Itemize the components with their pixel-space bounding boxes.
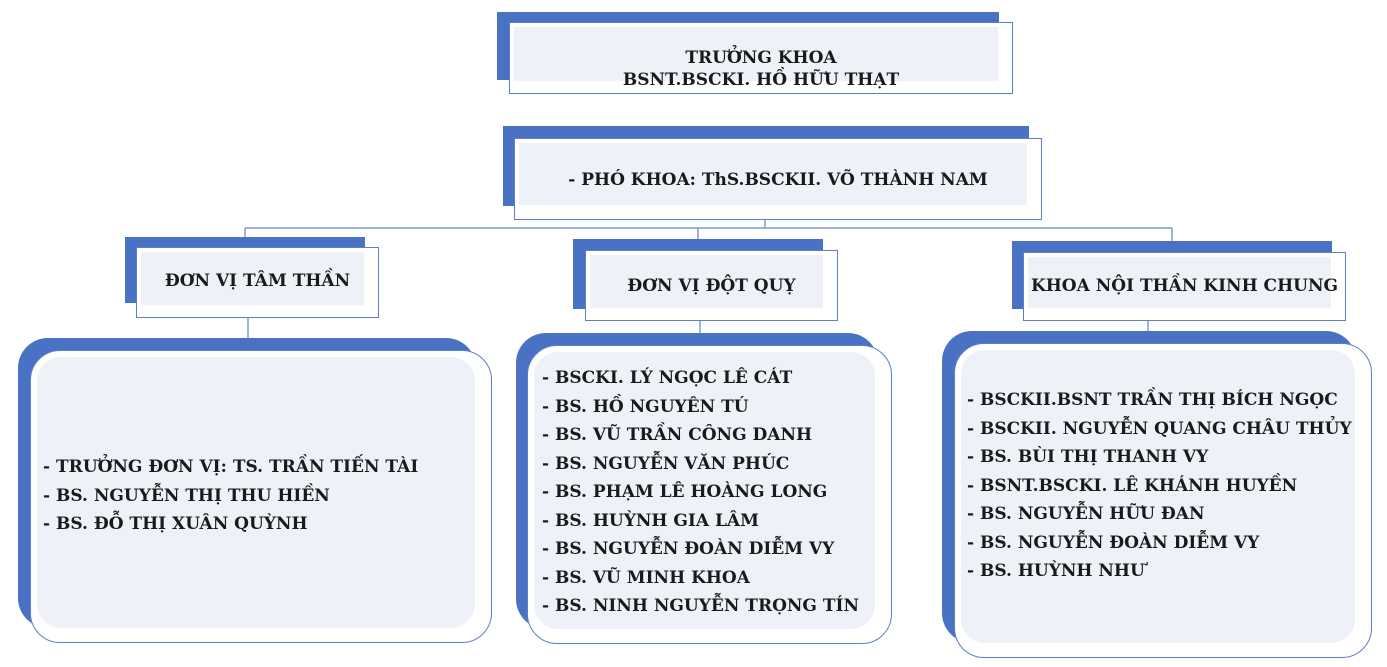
list-item: - BSNT.BSCKI. LÊ KHÁNH HUYỀN [967,475,1298,496]
unit-neurology-member-list: - BSCKII.BSNT TRẦN THỊ BÍCH NGỌC - BSCKI… [967,386,1352,586]
unit-stroke-member-list: - BSCKI. LÝ NGỌC LÊ CÁT - BS. HỒ NGUYÊN … [542,364,859,621]
list-item: - BS. HỒ NGUYÊN TÚ [542,396,749,417]
unit-stroke-members-card: - BSCKI. LÝ NGỌC LÊ CÁT - BS. HỒ NGUYÊN … [527,345,892,644]
unit-stroke-header: ĐƠN VỊ ĐỘT QUỴ [573,239,838,321]
unit-stroke-header-fill [590,255,823,308]
list-item: - BSCKII.BSNT TRẦN THỊ BÍCH NGỌC [967,390,1338,410]
list-item: - BS. HUỲNH GIA LÂM [542,510,759,531]
unit-stroke-members-fill [534,352,875,629]
list-item: - BS. BÙI THỊ THANH VY [967,447,1209,467]
head-node-fill [514,27,998,81]
unit-stroke-header-card: ĐƠN VỊ ĐỘT QUỴ [585,250,838,321]
list-item: - BSCKII. NGUYỄN QUANG CHÂU THỦY [967,418,1352,439]
list-item: - BS. NGUYỄN VĂN PHÚC [542,453,790,474]
unit-psychiatry-title: ĐƠN VỊ TÂM THẦN [164,271,351,291]
unit-psychiatry-members-card: - TRƯỞNG ĐƠN VỊ: TS. TRẦN TIẾN TÀI - BS.… [30,350,492,643]
unit-neurology-members: - BSCKII.BSNT TRẦN THỊ BÍCH NGỌC - BSCKI… [942,331,1372,658]
deputy-label: - PHÓ KHOA: ThS.BSCKII. VÕ THÀNH NAM [568,170,988,190]
list-item: - TRƯỞNG ĐƠN VỊ: TS. TRẦN TIẾN TÀI [43,457,419,477]
unit-neurology-members-card: - BSCKII.BSNT TRẦN THỊ BÍCH NGỌC - BSCKI… [954,343,1372,658]
unit-psychiatry-members: - TRƯỞNG ĐƠN VỊ: TS. TRẦN TIẾN TÀI - BS.… [18,338,492,643]
head-node: TRƯỞNG KHOA BSNT.BSCKI. HỒ HỮU THẠT [497,12,1013,94]
list-item: - BS. VŨ TRẦN CÔNG DANH [542,425,813,445]
list-item: - BS. VŨ MINH KHOA [542,567,750,588]
unit-neurology-header: KHOA NỘI THẦN KINH CHUNG [1012,241,1346,321]
list-item: - BS. NGUYỄN ĐOÀN DIỄM VY [967,532,1260,553]
unit-neurology-header-fill [1028,257,1331,308]
unit-neurology-header-card: KHOA NỘI THẦN KINH CHUNG [1023,252,1346,321]
head-title: TRƯỞNG KHOA [685,48,837,68]
unit-stroke-members: - BSCKI. LÝ NGỌC LÊ CÁT - BS. HỒ NGUYÊN … [516,333,892,644]
list-item: - BSCKI. LÝ NGỌC LÊ CÁT [542,368,793,388]
list-item: - BS. NGUYỄN THỊ THU HIỀN [43,485,330,506]
deputy-node-fill [519,143,1027,205]
list-item: - BS. ĐỖ THỊ XUÂN QUỲNH [43,514,308,534]
list-item: - BS. NINH NGUYỄN TRỌNG TÍN [542,596,859,616]
head-name: BSNT.BSCKI. HỒ HỮU THẠT [622,70,900,90]
list-item: - BS. NGUYỄN ĐOÀN DIỄM VY [542,539,835,559]
unit-psychiatry-members-fill [37,357,475,628]
unit-psychiatry-header-fill [141,252,364,305]
list-item: - BS. HUỲNH NHƯ [967,561,1145,581]
head-node-card: TRƯỞNG KHOA BSNT.BSCKI. HỒ HỮU THẠT [509,22,1013,94]
unit-psychiatry-member-list: - TRƯỞNG ĐƠN VỊ: TS. TRẦN TIẾN TÀI - BS.… [43,453,418,539]
unit-psychiatry-header-card: ĐƠN VỊ TÂM THẦN [136,247,379,318]
unit-psychiatry-header: ĐƠN VỊ TÂM THẦN [125,237,379,318]
unit-neurology-members-fill [961,350,1355,643]
unit-neurology-title: KHOA NỘI THẦN KINH CHUNG [1030,276,1339,296]
deputy-node-card: - PHÓ KHOA: ThS.BSCKII. VÕ THÀNH NAM [514,138,1042,220]
unit-stroke-title: ĐƠN VỊ ĐỘT QUỴ [627,276,796,296]
list-item: - BS. PHẠM LÊ HOÀNG LONG [542,482,828,502]
list-item: - BS. NGUYỄN HỮU ĐAN [967,504,1205,524]
deputy-node: - PHÓ KHOA: ThS.BSCKII. VÕ THÀNH NAM [503,126,1042,220]
